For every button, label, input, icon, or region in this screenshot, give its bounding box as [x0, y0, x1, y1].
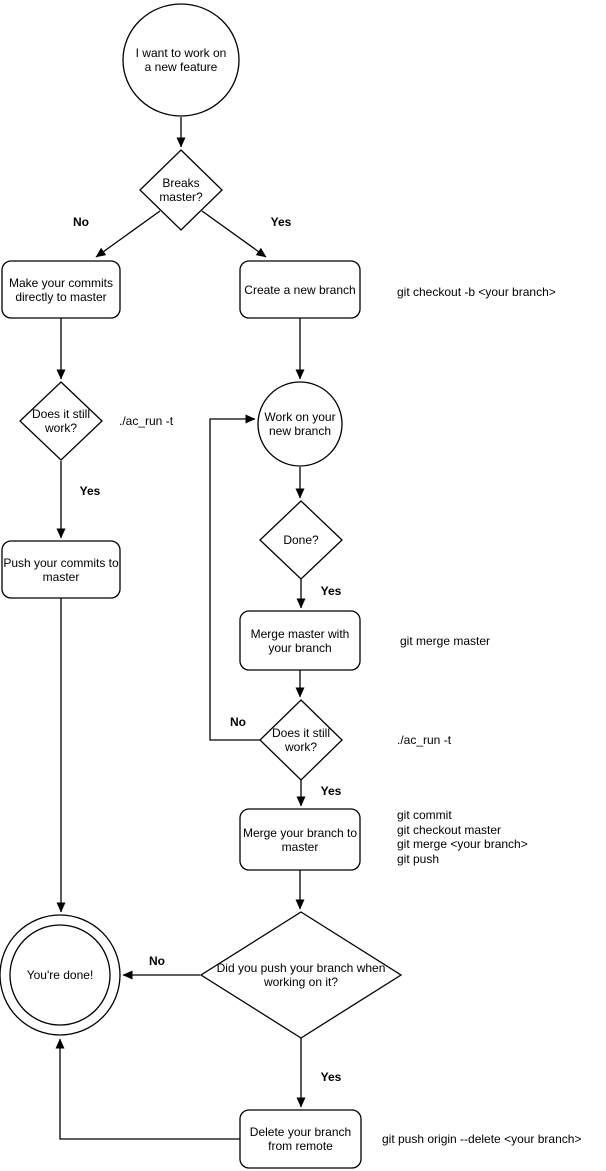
work-branch-circle: [257, 381, 343, 467]
does-it-work-2-diamond: [259, 699, 343, 781]
edge-breaks-master-yes: [201, 210, 267, 258]
does-it-work-2-label: Does it still work?: [271, 726, 330, 754]
merge-branch-box: [239, 808, 361, 871]
edge-does-it-work-2-no-loop: [209, 414, 260, 741]
start-node-shape: [122, 3, 240, 117]
breaks-master-label: Breaks master?: [159, 176, 203, 204]
push-commits-label: Push your commits to master: [3, 555, 119, 584]
make-commits-label: Make your commits directly to master: [8, 275, 114, 304]
youre-done-label: You're done!: [26, 968, 94, 982]
make-commits-box: [1, 260, 121, 319]
breaks-master-diamond: [139, 149, 223, 231]
youre-done-inner-circle: [9, 924, 111, 1026]
merge-branch-label: Merge your branch to master: [242, 825, 358, 854]
edge-label-work2-no: No: [230, 715, 246, 729]
start-node-label: I want to work on a new feature: [135, 46, 227, 74]
work-branch-label: Work on your new branch: [264, 410, 336, 438]
edge-label-breaks-no: No: [73, 215, 89, 229]
push-commits-box: [1, 540, 121, 599]
edge-label-work1-yes: Yes: [79, 484, 101, 498]
done-q-diamond: [259, 500, 343, 580]
annotation-test-cmd-1: ./ac_run -t: [119, 414, 174, 428]
edge-label-work2-yes: Yes: [320, 784, 342, 798]
did-you-push-diamond: [199, 911, 403, 1039]
annotation-checkout-cmd: git checkout -b <your branch>: [397, 285, 556, 299]
edge-breaks-master-no: [95, 210, 161, 258]
does-it-work-1-diamond: [19, 381, 103, 461]
annotation-merge-master-cmd: git merge master: [400, 634, 491, 648]
delete-branch-label: Delete your branch from remote: [249, 1125, 352, 1153]
create-branch-box: [239, 260, 361, 319]
edge-label-push-no: No: [149, 954, 165, 968]
merge-master-box: [239, 610, 361, 671]
did-you-push-label: Did you push your branch when working on…: [216, 961, 386, 989]
create-branch-label: Create a new branch: [244, 282, 356, 297]
annotation-test-cmd-2: ./ac_run -t: [397, 733, 452, 747]
delete-branch-box: [239, 1109, 362, 1169]
edges-group: [55, 117, 306, 1140]
annotation-delete-cmd: git push origin --delete <your branch>: [382, 1132, 582, 1146]
merge-master-label: Merge master with your branch: [250, 626, 350, 655]
edge-label-done-yes: Yes: [320, 584, 342, 598]
nodes-group: [0, 3, 403, 1169]
edge-label-push-yes: Yes: [320, 1070, 342, 1084]
done-q-label: Done?: [283, 533, 319, 547]
annotation-merge-branch-cmds: git commit git checkout master git merge…: [397, 808, 528, 866]
does-it-work-1-label: Does it still work?: [31, 407, 90, 435]
edge-delete-branch-to-done-circle: [55, 1038, 240, 1140]
edge-label-breaks-yes: Yes: [270, 215, 292, 229]
